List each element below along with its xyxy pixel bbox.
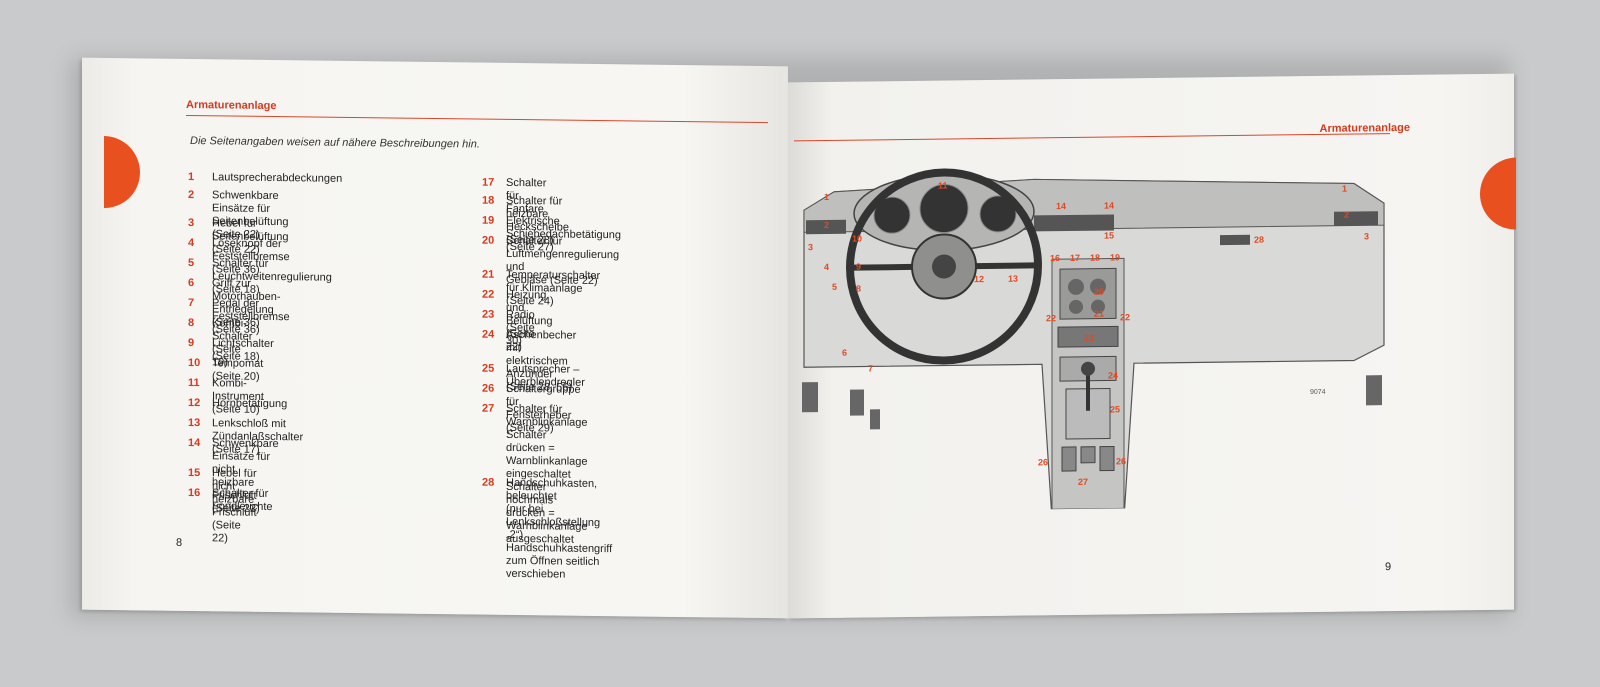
callout-3: 3	[1364, 231, 1369, 241]
legend-item-number: 1	[188, 170, 195, 184]
radio-unit	[1057, 325, 1119, 348]
left-section-title: Armaturenanlage	[186, 98, 277, 113]
legend-item-number: 28	[482, 476, 495, 489]
climate-knob-icon	[1090, 278, 1106, 295]
callout-15: 15	[1104, 230, 1114, 240]
callout-14: 14	[1104, 200, 1114, 210]
hazard-switch-icon	[1080, 446, 1096, 464]
legend-item-text: Hornbetätigung	[212, 397, 288, 411]
callout-22: 22	[1120, 312, 1130, 322]
callout-7: 7	[868, 363, 873, 373]
callout-21: 21	[1094, 309, 1104, 319]
legend-item-text: Lautsprecherabdeckungen	[212, 171, 343, 185]
steering-spoke	[854, 263, 912, 271]
callout-25: 25	[1110, 404, 1120, 414]
callout-12: 12	[974, 274, 984, 284]
callout-2: 2	[1344, 210, 1349, 220]
gear-knob-icon	[1081, 361, 1095, 376]
callout-10: 10	[852, 234, 862, 244]
callout-17: 17	[1070, 253, 1080, 263]
legend-item-number: 16	[188, 486, 201, 500]
star-emblem-icon	[932, 254, 956, 279]
callout-4: 4	[824, 262, 829, 272]
door-handle-right	[1366, 375, 1382, 406]
release-knob-icon	[850, 389, 864, 416]
callout-2: 2	[824, 220, 829, 230]
speedometer-icon	[919, 184, 969, 234]
center-vents	[1034, 214, 1114, 232]
tachometer-icon	[979, 195, 1017, 233]
callout-11: 11	[938, 180, 948, 190]
steering-spoke	[976, 262, 1034, 270]
legend-item: 1 Lautsprecherabdeckungen	[188, 171, 342, 186]
window-switch-icon	[1061, 446, 1077, 472]
intro-text: Die Seitenangaben weisen auf nähere Besc…	[190, 135, 480, 151]
right-page-number: 9	[1385, 561, 1392, 574]
left-vent	[806, 219, 846, 235]
right-page: Armaturenanlage	[788, 73, 1516, 619]
callout-1: 1	[824, 192, 829, 202]
callout-14: 14	[1056, 201, 1066, 211]
callout-9: 9	[856, 262, 861, 272]
callout-26: 26	[1038, 457, 1048, 467]
window-switch-icon	[1099, 445, 1115, 472]
right-header-rule	[794, 133, 1390, 142]
right-vent	[1334, 211, 1378, 226]
left-page-number: 8	[176, 536, 183, 549]
callout-8: 8	[856, 284, 861, 294]
steering-wheel	[846, 168, 1042, 365]
dashboard-diagram: 9074 1 1 2 2 3 3 4 5 6 7 8 9 10 11 12 13…	[802, 168, 1385, 513]
climate-controls	[1059, 267, 1117, 320]
climate-knob-icon	[1068, 278, 1084, 295]
callout-19: 19	[1110, 252, 1120, 262]
callout-24: 24	[1108, 370, 1118, 380]
callout-1: 1	[1342, 184, 1347, 194]
temp-knob-icon	[1069, 299, 1083, 314]
parking-pedal-icon	[870, 409, 880, 430]
callout-22: 22	[1046, 313, 1056, 323]
callout-28: 28	[1254, 235, 1264, 245]
callout-13: 13	[1008, 274, 1018, 284]
glovebox-handle	[1220, 234, 1250, 246]
legend-item-number: 12	[188, 396, 201, 410]
legend-item-text: Handschuhkasten, beleuchtet (nur bei Len…	[506, 476, 613, 581]
callout-6: 6	[842, 348, 847, 358]
callout-27: 27	[1078, 477, 1088, 487]
callout-16: 16	[1050, 253, 1060, 263]
legend-item: 12 Hornbetätigung	[188, 397, 287, 411]
legend-item-text: Schalter für Fondleuchte	[212, 487, 273, 514]
right-thumb-tab	[1480, 157, 1516, 230]
callout-18: 18	[1090, 253, 1100, 263]
callout-5: 5	[832, 282, 837, 292]
gauge-icon	[873, 196, 911, 234]
legend-item: 16 Schalter für Fondleuchte	[188, 487, 273, 514]
door-handle-left	[802, 382, 818, 413]
temp-knob-icon	[1091, 299, 1105, 314]
callout-20: 20	[1094, 287, 1104, 297]
diagram-code: 9074	[1310, 389, 1326, 396]
left-thumb-tab	[104, 135, 140, 209]
callout-3: 3	[808, 242, 813, 252]
callout-23: 23	[1084, 333, 1094, 343]
legend-item: 28 Handschuhkasten, beleuchtet (nur bei L…	[482, 477, 612, 583]
left-header-rule	[186, 114, 768, 124]
callout-26: 26	[1116, 456, 1126, 466]
left-page: Armaturenanlage Die Seitenangaben weisen…	[82, 57, 788, 619]
